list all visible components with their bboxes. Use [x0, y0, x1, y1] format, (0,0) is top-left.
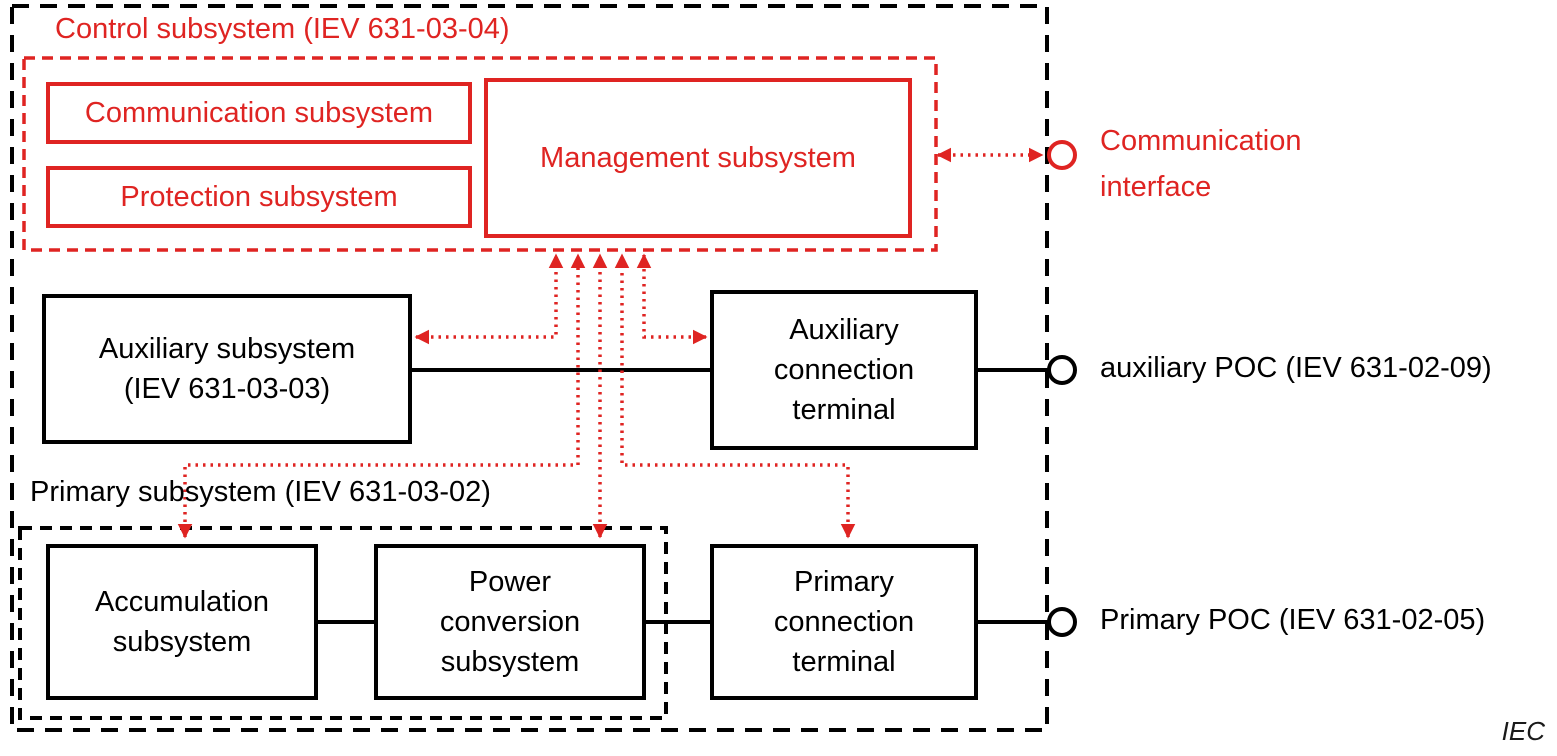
protection-subsystem-text: Protection subsystem	[120, 180, 398, 213]
auxiliary-poc-label: auxiliary POC (IEV 631-02-09)	[1100, 352, 1492, 384]
management-subsystem-box	[484, 78, 912, 238]
primary-poc-label: Primary POC (IEV 631-02-05)	[1100, 604, 1486, 636]
management-to-auxiliary-subsystem-arrow	[414, 253, 564, 345]
control-subsystem-dashed-box	[22, 56, 938, 252]
accumulation-subsystem-line2: subsystem	[112, 626, 252, 658]
primary-connection-terminal-line3: terminal	[792, 646, 896, 678]
power-conversion-subsystem-line2: conversion	[439, 605, 581, 638]
communication-interface-line1: Communication	[1100, 125, 1302, 157]
auxiliary-subsystem-line2: (IEV 631-03-03)	[123, 373, 331, 405]
management-subsystem-text: Management subsystem	[540, 141, 856, 174]
management-subsystem-label: Management subsystem	[486, 80, 910, 236]
auxiliary-poc-port-icon	[1047, 355, 1077, 385]
communication-subsystem-box	[46, 82, 472, 144]
iec-credit: IEC	[1501, 716, 1545, 746]
communication-interface-line2: interface	[1100, 171, 1212, 204]
auxiliary-subsystem-line1: Auxiliary subsystem	[98, 332, 356, 365]
auxiliary-connection-terminal-line2: connection	[773, 353, 915, 386]
primary-connection-terminal-line2: connection	[773, 605, 915, 638]
communication-interface-port-icon	[1047, 140, 1077, 170]
management-to-accumulation-subsystem-arrow	[177, 253, 586, 539]
system-boundary-dashed-box	[10, 4, 1049, 732]
accumulation-subsystem-label: Accumulation subsystem	[48, 546, 316, 698]
power-conversion-subsystem-label: Power conversion subsystem	[376, 546, 644, 698]
primary-poc-port-icon	[1047, 607, 1077, 637]
primary-subsystem-title: Primary subsystem (IEV 631-03-02)	[30, 476, 491, 508]
protection-subsystem-label: Protection subsystem	[48, 168, 470, 226]
power-conversion-subsystem-line3: subsystem	[440, 646, 580, 678]
auxiliary-connection-terminal-line1: Auxiliary	[789, 313, 899, 346]
auxiliary-subsystem-label: Auxiliary subsystem (IEV 631-03-03)	[44, 296, 410, 442]
communication-subsystem-label: Communication subsystem	[48, 84, 470, 142]
primary-connection-terminal-label: Primary connection terminal	[712, 546, 976, 698]
accumulation-subsystem-line1: Accumulation	[94, 585, 270, 618]
primary-connection-terminal-line1: Primary	[794, 565, 894, 598]
auxiliary-connection-terminal-label: Auxiliary connection terminal	[712, 292, 976, 448]
auxiliary-connection-terminal-line3: terminal	[792, 394, 896, 426]
management-to-auxiliary-connection-terminal-arrow	[636, 253, 708, 345]
communication-subsystem-text: Communication subsystem	[84, 96, 434, 129]
protection-subsystem-box	[46, 166, 472, 228]
control-subsystem-title: Control subsystem (IEV 631-03-04)	[55, 13, 510, 45]
power-conversion-subsystem-line1: Power	[468, 565, 552, 598]
communication-interface-label: Communication interface	[1100, 118, 1301, 211]
